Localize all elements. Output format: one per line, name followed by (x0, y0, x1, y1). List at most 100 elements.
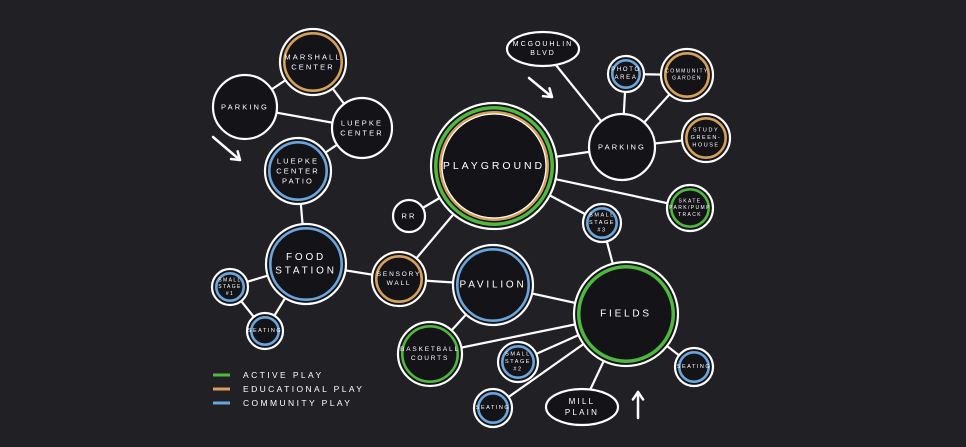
node-label: CENTER (340, 129, 383, 138)
node-label: FOOD (286, 252, 326, 263)
node-label: FIELDS (600, 309, 652, 320)
category-ring-educational (663, 51, 710, 99)
node-mill-plain: MILL PLAIN (544, 387, 620, 427)
node-label: SMALL (505, 352, 531, 358)
node-label: GREEN- (691, 135, 722, 141)
category-ring-community (268, 227, 343, 302)
node-label: SKATE (678, 198, 701, 204)
node-label: COMMUNITY (665, 69, 708, 75)
category-ring-community (267, 141, 328, 202)
legend-item-community: COMMUNITY PLAY (213, 398, 352, 408)
node-food-station: FOOD STATION (264, 222, 348, 306)
node-label: BLVD (530, 50, 556, 57)
program-nodes: MARSHALL CENTER PARKING LUEPKE CENTER LUEPKE C… (210, 27, 732, 429)
node-label: PLAIN (565, 408, 599, 417)
node-label: PHOTO (611, 67, 641, 73)
category-ring-educational (684, 117, 727, 160)
node-mcgouhlin-blvd: MCGOUHLIN BLVD (505, 30, 581, 68)
node-label: PARKING (598, 143, 646, 152)
node-label: MCGOUHLIN (513, 41, 573, 48)
category-ring-community (215, 271, 246, 302)
node-label: STAGE (589, 220, 615, 226)
node-label: #1 (226, 291, 234, 297)
node-basketball-courts: BASKETBALL COURTS (396, 320, 464, 388)
node-label: COURTS (411, 355, 449, 362)
category-ring-educational (374, 254, 423, 303)
category-ring-educational (439, 111, 549, 221)
node-label: SEATING (476, 405, 511, 411)
node-playground: PLAYGROUND (429, 101, 559, 231)
legend-item-educational: EDUCATIONAL PLAY (213, 384, 364, 394)
node-label: SMALL (218, 277, 241, 283)
node-label: SENSORY (377, 271, 421, 278)
category-ring-community (585, 207, 618, 240)
category-ring-active (434, 106, 554, 226)
node-label: MILL (569, 397, 596, 406)
node-label: MARSHALL (284, 52, 341, 61)
category-ring-educational (282, 31, 343, 93)
node-seating-left: SEATING (245, 311, 285, 351)
node-sensory-wall: SENSORY WALL (370, 250, 428, 308)
node-parking-right: PARKING (587, 112, 657, 182)
node-label: STATION (275, 265, 336, 276)
node-label: PATIO (282, 177, 314, 186)
node-label: STAGE (218, 284, 242, 290)
node-label: RR (401, 212, 416, 221)
node-label: #3 (597, 227, 606, 233)
legend-label: EDUCATIONAL PLAY (243, 384, 364, 394)
node-rr: RR (391, 198, 427, 234)
entry-arrow-left (211, 135, 242, 162)
node-label: LUEPKE (277, 156, 319, 165)
node-label: SMALL (589, 213, 615, 219)
node-label: PAVILION (459, 280, 526, 291)
category-ring-community (476, 391, 509, 424)
node-label: GARDEN (672, 75, 702, 81)
entry-arrows (211, 76, 645, 420)
node-photo-area: PHOTO AREA (606, 54, 646, 94)
node-seating-right: SEATING (673, 346, 715, 388)
legend-label: ACTIVE PLAY (243, 370, 324, 380)
node-label: CENTER (276, 167, 319, 176)
node-fields: FIELDS (572, 260, 680, 368)
category-ring-active (400, 324, 459, 383)
node-pavilion: PAVILION (451, 243, 535, 327)
node-luepke-center: LUEPKE CENTER (330, 96, 394, 160)
category-ring-community (250, 315, 281, 346)
node-marshall-center: MARSHALL CENTER (278, 27, 348, 97)
node-label: #2 (513, 366, 522, 372)
node-label: PARK/PUMP (669, 205, 711, 211)
node-label: SEATING (677, 364, 712, 370)
node-label: CENTER (291, 63, 334, 72)
category-ring-community (455, 248, 530, 323)
node-label: BASKETBALL (400, 346, 460, 353)
node-label: STAGE (505, 359, 531, 365)
node-label: WALL (387, 280, 412, 287)
node-label: PARKING (221, 103, 269, 112)
node-label: STUDY (693, 128, 719, 134)
node-seating-bottom: SEATING (472, 387, 514, 429)
node-label: LUEPKE (341, 118, 383, 127)
node-label: AREA (614, 75, 637, 81)
node-label: SEATING (248, 328, 283, 334)
node-label: PLAYGROUND (443, 160, 545, 172)
node-label: TRACK (678, 212, 702, 218)
node-label: HOUSE (692, 142, 719, 148)
category-ring-community (677, 350, 710, 383)
legend-label: COMMUNITY PLAY (243, 398, 352, 408)
entry-arrow-mcgouhlin (527, 76, 554, 99)
category-ring-community (500, 344, 535, 379)
legend: ACTIVE PLAY EDUCATIONAL PLAY COMMUNITY PLA… (213, 370, 364, 408)
category-ring-community (610, 58, 641, 89)
category-ring-active (669, 188, 710, 229)
entry-arrow-mill-plain (631, 390, 645, 420)
legend-item-active: ACTIVE PLAY (213, 370, 324, 380)
node-parking-left: PARKING (211, 73, 279, 141)
